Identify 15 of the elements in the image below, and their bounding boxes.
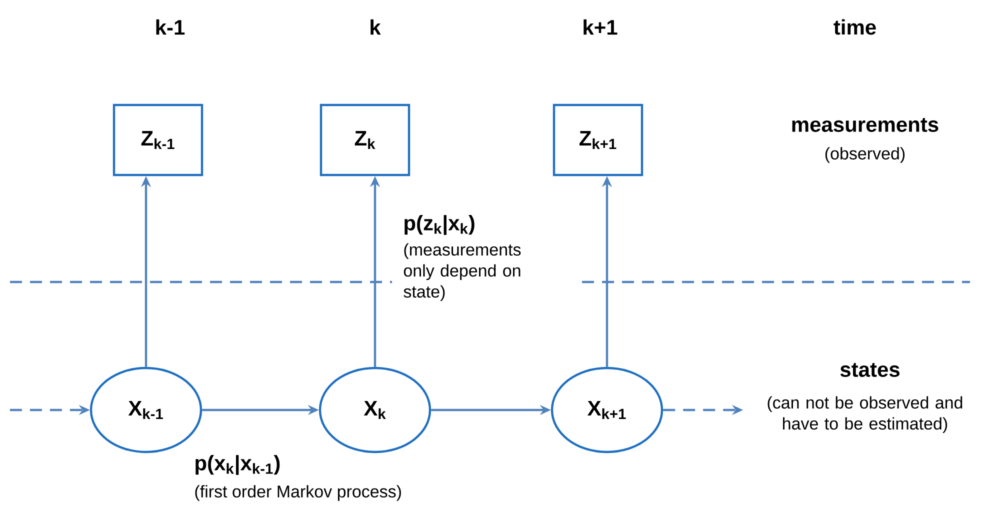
time-step-label: k <box>370 19 381 35</box>
edge-note: (first order Markov process) <box>195 485 401 501</box>
row-title: measurements <box>792 118 938 132</box>
axis-title: time <box>834 19 876 35</box>
measurement-box: Z$_{k+1}$ <box>552 104 644 176</box>
time-step-label: k-1 <box>156 19 185 35</box>
row-note: (observed) <box>825 147 905 163</box>
row-title: states <box>840 363 900 377</box>
edge-label: p(z$_{k}$|x$_{k}$) <box>404 215 474 235</box>
measurement-box: Z$_{k}$ <box>320 104 410 176</box>
time-step-label: k+1 <box>584 19 618 35</box>
measurement-box: Z$_{k-1}$ <box>112 104 204 176</box>
edge-label: p(x$_{k}$|x$_{k-1}$) <box>196 455 280 475</box>
edge-note: (measurements only depend on state) <box>404 243 521 302</box>
row-note: (can not be observed and have to be estimated) <box>768 396 962 434</box>
